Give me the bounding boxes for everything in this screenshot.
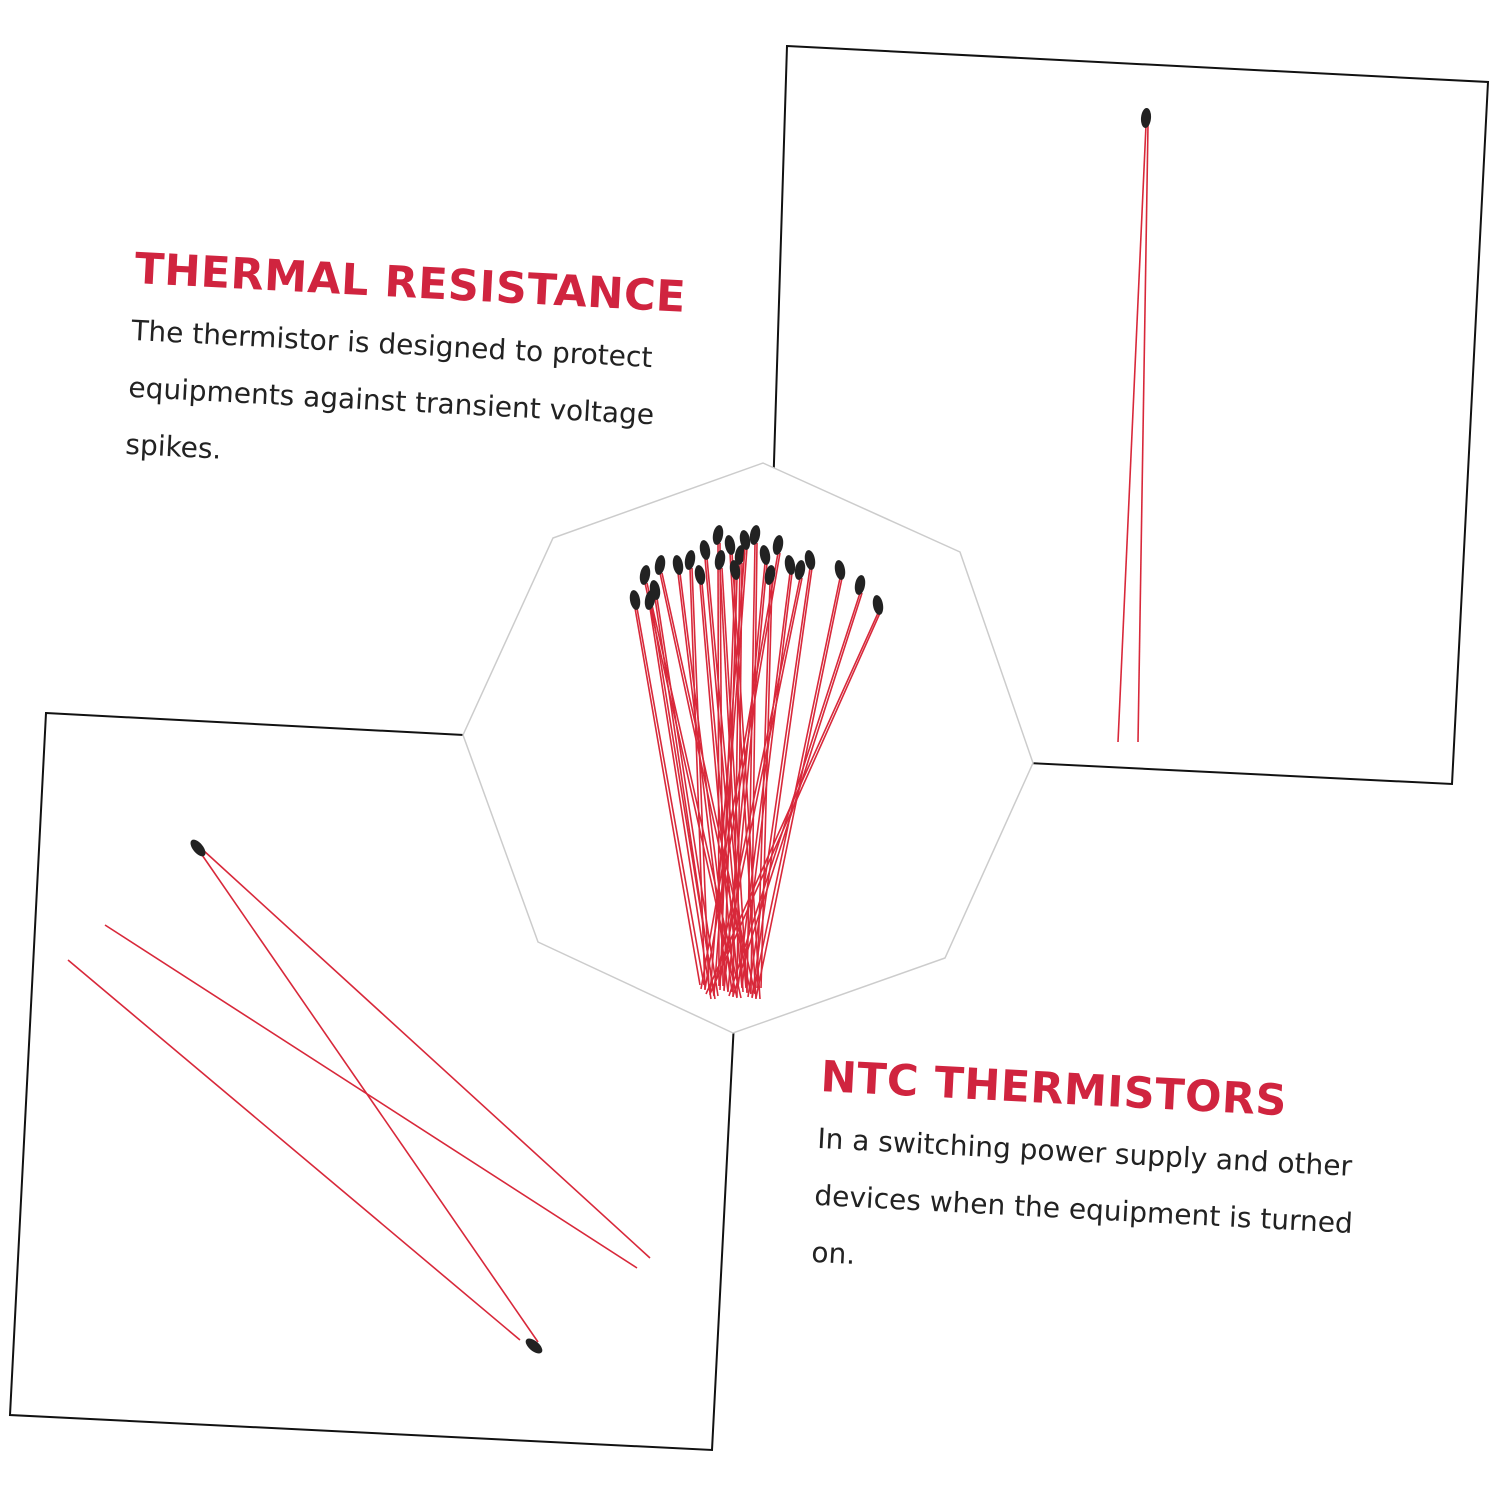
thermistor-bead [772, 535, 784, 555]
wire-lead [723, 577, 738, 991]
thermistor-bead [759, 545, 771, 565]
wire-lead [709, 612, 881, 995]
thermistor-bead [190, 839, 206, 857]
wire-lead [699, 582, 735, 987]
wire-lead [67, 959, 521, 1341]
thermistor-bead [872, 595, 884, 615]
thermistor-bead [749, 525, 761, 545]
thermistor-bead [684, 550, 696, 570]
wire-lead [202, 849, 651, 1259]
wire-lead [704, 557, 743, 989]
wire-lead [1137, 124, 1149, 743]
thermistor-bead [794, 560, 806, 580]
wire-lead [656, 597, 719, 997]
wire-lead [732, 592, 863, 997]
wire-lead [746, 542, 756, 994]
section-body: In a switching power supply and other de… [810, 1121, 1354, 1271]
thermistor-bead [639, 565, 651, 585]
wire-lead [728, 592, 861, 997]
thermistor-bead [694, 565, 706, 585]
thermistor-bead [714, 550, 726, 570]
section-body: The thermistor is designed to protect eq… [124, 313, 655, 466]
wire-lead [649, 607, 712, 1000]
thermistor-bead [834, 560, 846, 580]
wire-lead [199, 851, 539, 1343]
wire-lead [1117, 124, 1147, 743]
thermistor-bead [672, 555, 684, 575]
wire-lead [636, 607, 705, 986]
wire-lead [700, 552, 779, 990]
wire-lead [691, 567, 710, 991]
thermistor-bead [644, 590, 656, 610]
thermistor-bead [739, 530, 751, 550]
thermistor-bead [729, 560, 741, 580]
wire-lead [701, 582, 739, 987]
wire-lead [651, 607, 716, 1000]
wire-lead [750, 542, 758, 994]
thermistor-bead [629, 590, 641, 610]
thermistor-bead [784, 555, 796, 575]
thermistor-bead [804, 550, 816, 570]
wire-lead [751, 567, 813, 998]
thermistor-bead [699, 540, 711, 560]
wire-lead [727, 562, 768, 992]
thermistor-bead [525, 1338, 543, 1354]
wire-lead [721, 567, 748, 993]
thermistor-bead [1140, 108, 1152, 128]
section-ntc-thermistors: NTC THERMISTORS In a switching power sup… [810, 1052, 1391, 1311]
wire-lead [718, 577, 803, 986]
wire-lead [723, 562, 766, 992]
thermistor-bead [712, 525, 724, 545]
thermistor-bead [854, 575, 866, 595]
wire-lead [104, 924, 638, 1269]
thermistor-bead [734, 545, 746, 565]
wire-lead [705, 612, 879, 995]
wire-lead [634, 607, 701, 986]
wire-lead [704, 552, 781, 990]
wire-lead [747, 567, 811, 998]
wire-lead [719, 577, 736, 991]
thermistor-bead [654, 555, 666, 575]
wire-lead [719, 567, 744, 993]
thermistor-bead [724, 535, 736, 555]
wire-lead [714, 577, 801, 986]
thermistor-bead [764, 565, 776, 585]
section-thermal-resistance: THERMAL RESISTANCE The thermistor is des… [124, 244, 695, 502]
